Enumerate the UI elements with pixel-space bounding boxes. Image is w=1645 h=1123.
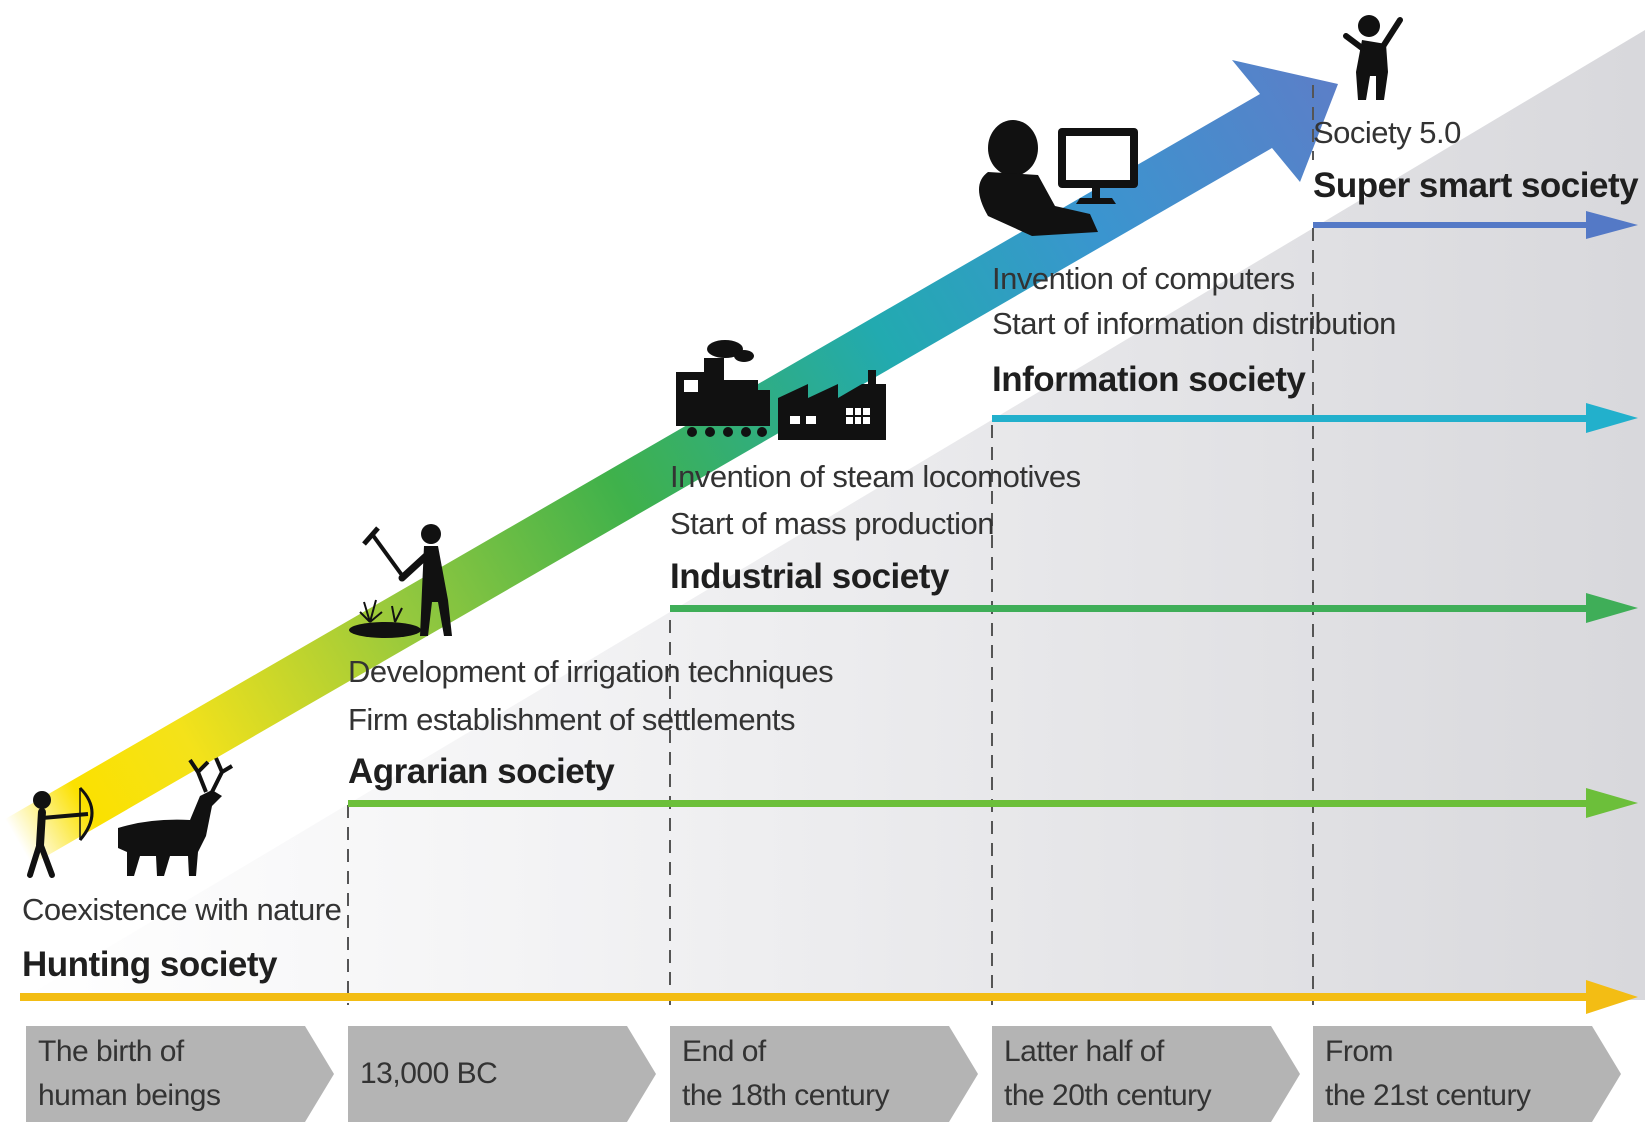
era-chevron-4 bbox=[992, 1026, 1300, 1122]
information-description-line-2: Start of information distribution bbox=[992, 306, 1396, 341]
era-label-2: 13,000 BC bbox=[360, 1052, 498, 1096]
farmer-icon bbox=[349, 524, 452, 638]
hunting-description-line-1: Coexistence with nature bbox=[22, 892, 342, 927]
era-label-5: From the 21st century bbox=[1325, 1030, 1531, 1118]
era-label-4: Latter half of the 20th century bbox=[1004, 1030, 1212, 1118]
era-label-1-line-1: The birth of bbox=[38, 1035, 184, 1068]
background-wedge bbox=[20, 30, 1645, 1000]
information-arrow bbox=[992, 403, 1638, 433]
era-label-3: End of the 18th century bbox=[682, 1030, 890, 1118]
super-smart-arrow bbox=[1313, 211, 1638, 239]
era-chevron-5 bbox=[1313, 1026, 1621, 1122]
agrarian-society-label: Agrarian society bbox=[348, 752, 615, 791]
era-label-4-line-2: the 20th century bbox=[1004, 1079, 1212, 1112]
locomotive-icon bbox=[676, 340, 770, 437]
industrial-arrow bbox=[670, 593, 1638, 623]
factory-icon bbox=[778, 370, 886, 440]
hunting-arrow bbox=[20, 980, 1638, 1014]
era-label-3-line-1: End of bbox=[682, 1035, 766, 1068]
super-smart-society-label: Super smart society bbox=[1313, 166, 1639, 205]
stage-arrows bbox=[20, 211, 1638, 1014]
archer-icon bbox=[27, 786, 94, 878]
locomotive-and-factory-icon bbox=[676, 340, 886, 440]
agrarian-arrow bbox=[348, 788, 1638, 818]
era-chevron-2 bbox=[348, 1026, 656, 1122]
era-chevron-3 bbox=[670, 1026, 978, 1122]
information-society-label: Information society bbox=[992, 360, 1306, 399]
hunting-society-label: Hunting society bbox=[22, 945, 278, 984]
industrial-society-label: Industrial society bbox=[670, 557, 949, 596]
society-5-label: Society 5.0 bbox=[1313, 115, 1461, 150]
era-label-5-line-1: From bbox=[1325, 1035, 1394, 1068]
agrarian-description-line-1: Development of irrigation techniques bbox=[348, 654, 834, 689]
era-label-1-line-2: human beings bbox=[38, 1079, 221, 1112]
industrial-description-line-1: Invention of steam locomotives bbox=[670, 459, 1081, 494]
era-label-2-line-1: 13,000 BC bbox=[360, 1057, 498, 1090]
era-chevron-1 bbox=[26, 1026, 334, 1122]
industrial-description-line-2: Start of mass production bbox=[670, 506, 995, 541]
information-description-line-1: Invention of computers bbox=[992, 261, 1295, 296]
celebrating-person-icon bbox=[1343, 15, 1403, 100]
agrarian-description-line-2: Firm establishment of settlements bbox=[348, 702, 795, 737]
era-label-1: The birth of human beings bbox=[38, 1030, 221, 1118]
era-separators bbox=[347, 85, 1314, 1005]
era-label-4-line-1: Latter half of bbox=[1004, 1035, 1164, 1068]
hunter-and-deer-icon bbox=[27, 757, 234, 878]
era-label-5-line-2: the 21st century bbox=[1325, 1079, 1531, 1112]
computer-user-icon bbox=[979, 120, 1138, 236]
progress-arrow bbox=[0, 60, 1338, 876]
era-chevrons bbox=[26, 1026, 1621, 1122]
era-label-3-line-2: the 18th century bbox=[682, 1079, 890, 1112]
deer-icon bbox=[118, 757, 234, 876]
